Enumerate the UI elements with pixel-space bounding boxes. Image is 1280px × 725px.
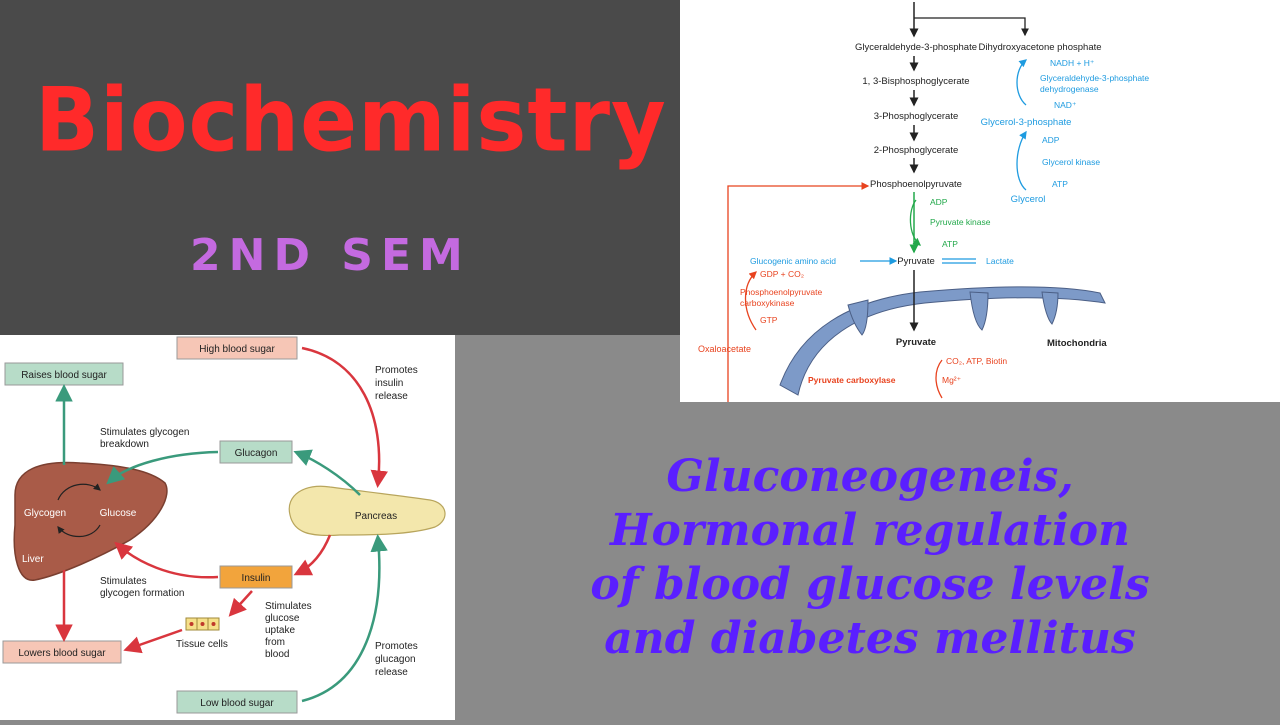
course-title: Biochemistry bbox=[35, 68, 667, 172]
metabolite-label: Pyruvate bbox=[897, 256, 935, 267]
hormone-svg: Glycogen Glucose Liver Pancreas Tissue c… bbox=[2, 336, 446, 714]
arrow bbox=[935, 359, 943, 399]
hormonal-regulation-diagram: Glycogen Glucose Liver Pancreas Tissue c… bbox=[0, 335, 455, 720]
note-label: blood bbox=[265, 649, 289, 660]
organelle-label: Mitochondria bbox=[1047, 338, 1107, 349]
low-blood-sugar-label: Low blood sugar bbox=[200, 698, 274, 709]
insulin-label: Insulin bbox=[242, 573, 271, 584]
box bbox=[176, 690, 298, 714]
note-label: Stimulates bbox=[265, 601, 312, 612]
metabolite-label: Glucogenic amino acid bbox=[750, 256, 836, 266]
arrow bbox=[1016, 130, 1027, 191]
enzyme-label: Pyruvate carboxylase bbox=[808, 375, 896, 385]
note-label: Stimulates bbox=[100, 576, 147, 587]
lowers-blood-sugar-label: Lowers blood sugar bbox=[18, 648, 106, 659]
note-label: glucose bbox=[265, 613, 300, 624]
arrow bbox=[106, 450, 219, 485]
box bbox=[176, 336, 298, 360]
cofactor-label: NAD⁺ bbox=[1054, 100, 1077, 110]
high-blood-sugar-label: High blood sugar bbox=[199, 344, 275, 355]
note-label: insulin bbox=[375, 378, 403, 389]
note-label: glucagon bbox=[375, 654, 416, 665]
note-label: breakdown bbox=[100, 439, 149, 450]
organ-label: Glycogen bbox=[24, 508, 66, 519]
note-label: from bbox=[265, 637, 285, 648]
cofactor-label: ATP bbox=[1052, 179, 1068, 189]
arrow bbox=[744, 271, 757, 331]
cofactor-label: CO₂, ATP, Biotin bbox=[946, 356, 1007, 366]
semester-label: 2ND SEM bbox=[190, 230, 471, 281]
note-label: glycogen formation bbox=[100, 588, 185, 599]
arrow bbox=[727, 182, 870, 402]
metabolite-label: Lactate bbox=[986, 256, 1014, 266]
arrow bbox=[909, 199, 921, 246]
box bbox=[219, 565, 293, 589]
cofactor-label: GDP + CO₂ bbox=[760, 269, 804, 279]
organ-label: Liver bbox=[22, 554, 44, 565]
topic-line: and diabetes mellitus bbox=[604, 613, 1136, 664]
metabolite-label: 1, 3-Bisphosphoglycerate bbox=[862, 76, 969, 87]
metabolite-label: Pyruvate bbox=[896, 337, 936, 348]
metabolite-label: Glycerol bbox=[1011, 194, 1046, 205]
note-label: Promotes bbox=[375, 641, 418, 652]
enzyme-label: Glyceraldehyde-3-phosphate bbox=[1040, 73, 1149, 83]
metabolite-label: Phosphoenolpyruvate bbox=[870, 179, 962, 190]
raises-blood-sugar-label: Raises blood sugar bbox=[21, 370, 107, 381]
note-label: Stimulates glycogen bbox=[100, 427, 190, 438]
topic-line: Gluconeogeneis, bbox=[666, 451, 1074, 502]
crista bbox=[969, 291, 989, 331]
metabolite-label: 3-Phosphoglycerate bbox=[874, 111, 959, 122]
metabolite-label: Glycerol-3-phosphate bbox=[981, 117, 1072, 128]
cofactor-label: Mg²⁺ bbox=[942, 375, 962, 385]
arrow bbox=[914, 17, 1029, 37]
topic-line: Hormonal regulation bbox=[609, 505, 1131, 556]
pancreas-shape bbox=[288, 485, 446, 537]
enzyme-label: carboxykinase bbox=[740, 298, 795, 308]
note-label: Promotes bbox=[375, 365, 418, 376]
arrow bbox=[293, 449, 361, 496]
metabolite-label: Glyceraldehyde-3-phosphate bbox=[855, 42, 977, 53]
crista bbox=[847, 299, 869, 336]
enzyme-label: dehydrogenase bbox=[1040, 84, 1099, 94]
arrow bbox=[301, 534, 388, 703]
cofactor-label: NADH + H⁺ bbox=[1050, 58, 1095, 68]
cofactor-label: ADP bbox=[1042, 135, 1060, 145]
tissue-cells-icon bbox=[185, 617, 220, 631]
arrow bbox=[114, 541, 219, 579]
arrow bbox=[57, 524, 101, 538]
cofactor-label: GTP bbox=[760, 315, 778, 325]
note-label: uptake bbox=[265, 625, 295, 636]
enzyme-label: Phosphoenolpyruvate bbox=[740, 287, 823, 297]
topic-line: of blood glucose levels bbox=[590, 559, 1150, 610]
organ-label: Pancreas bbox=[355, 511, 397, 522]
note-label: release bbox=[375, 391, 408, 402]
arrow bbox=[1016, 59, 1027, 106]
arrow bbox=[293, 534, 332, 576]
organ-label: Glucose bbox=[100, 508, 137, 519]
arrow bbox=[123, 628, 183, 654]
note-label: release bbox=[375, 667, 408, 678]
enzyme-label: Glycerol kinase bbox=[1042, 157, 1100, 167]
crista bbox=[1041, 291, 1059, 325]
arrow bbox=[228, 590, 253, 617]
organ-label: Tissue cells bbox=[176, 639, 228, 650]
metabolite-label: 2-Phosphoglycerate bbox=[874, 145, 959, 156]
pathway-svg: Glyceraldehyde-3-phosphate 1, 3-Bisphosp… bbox=[698, 2, 1149, 402]
gluconeogenesis-pathway-diagram: Glyceraldehyde-3-phosphate 1, 3-Bisphosp… bbox=[680, 0, 1280, 402]
box bbox=[219, 440, 293, 464]
topic-title: Gluconeogeneis, Hormonal regulation of b… bbox=[480, 450, 1260, 666]
glucagon-label: Glucagon bbox=[235, 448, 278, 459]
metabolite-label: Dihydroxyacetone phosphate bbox=[978, 42, 1101, 53]
cofactor-label: ADP bbox=[930, 197, 948, 207]
arrow bbox=[301, 346, 388, 488]
liver-shape bbox=[13, 461, 168, 581]
cofactor-label: ATP bbox=[942, 239, 958, 249]
metabolite-label: Oxaloacetate bbox=[698, 344, 751, 354]
title-panel bbox=[0, 0, 680, 335]
arrow bbox=[57, 483, 101, 501]
enzyme-label: Pyruvate kinase bbox=[930, 217, 991, 227]
